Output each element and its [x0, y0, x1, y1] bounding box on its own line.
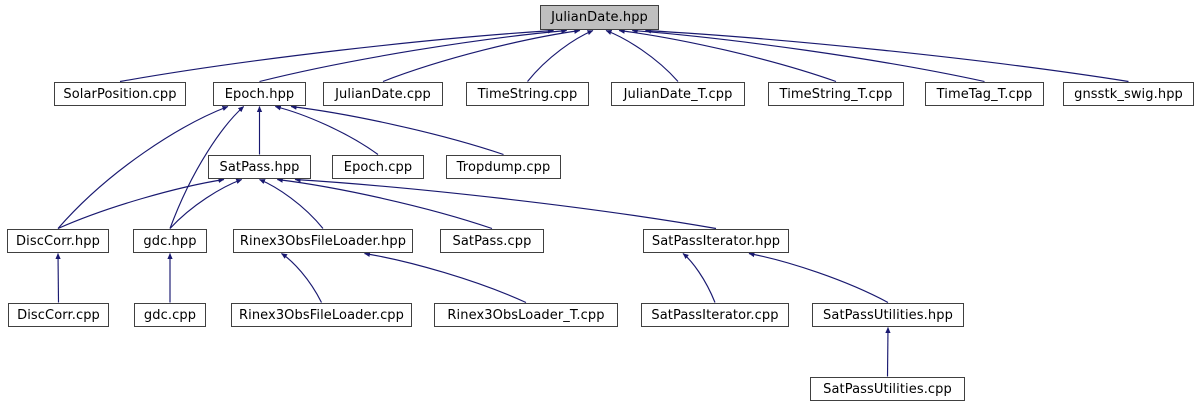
graph-node-timeTagTCpp[interactable]: TimeTag_T.cpp — [925, 82, 1044, 106]
graph-node-label: Epoch.cpp — [343, 159, 413, 175]
graph-node-label: Rinex3ObsFileLoader.hpp — [239, 233, 407, 249]
graph-node-epochHpp[interactable]: Epoch.hpp — [213, 82, 306, 106]
graph-node-label: TimeString.cpp — [477, 86, 578, 102]
graph-node-julianDateHpp[interactable]: JulianDate.hpp — [540, 5, 659, 30]
graph-node-label: TimeTag_T.cpp — [936, 86, 1033, 102]
graph-edge-gdcHpp-to-epochHpp — [169, 106, 245, 229]
graph-edge-satPassCpp-to-satPassHpp — [276, 177, 493, 230]
graph-node-satPassUtilitiesCpp[interactable]: SatPassUtilities.cpp — [810, 377, 965, 401]
graph-node-label: gdc.hpp — [143, 233, 197, 249]
graph-node-label: JulianDate.hpp — [551, 10, 648, 25]
graph-edge-discCorrCpp-to-discCorrHpp — [55, 253, 61, 303]
graph-edge-rinex3ObsLoaderTCpp-to-rinex3ObsFileLoaderHpp — [364, 251, 527, 304]
graph-node-rinex3ObsLoaderTCpp[interactable]: Rinex3ObsLoader_T.cpp — [434, 303, 618, 327]
graph-node-label: Epoch.hpp — [224, 86, 295, 102]
graph-node-label: SatPassIterator.cpp — [651, 307, 779, 323]
graph-node-gdcCpp[interactable]: gdc.cpp — [134, 303, 206, 327]
graph-edge-gdcHpp-to-satPassHpp — [169, 178, 243, 229]
graph-node-satPassUtilitiesHpp[interactable]: SatPassUtilities.hpp — [812, 303, 964, 327]
graph-node-label: DiscCorr.hpp — [16, 233, 100, 249]
graph-node-label: JulianDate_T.cpp — [623, 86, 733, 102]
graph-node-gdcHpp[interactable]: gdc.hpp — [133, 229, 207, 253]
graph-node-label: DiscCorr.cpp — [17, 307, 100, 323]
graph-edge-timeStringCpp-to-julianDateHpp — [527, 29, 594, 82]
graph-edge-gnsstkSwigHpp-to-julianDateHpp — [644, 28, 1129, 83]
graph-node-satPassCpp[interactable]: SatPass.cpp — [440, 229, 544, 253]
graph-node-label: Tropdump.cpp — [456, 159, 551, 175]
graph-edge-satPassUtilitiesHpp-to-satPassIteratorHpp — [748, 251, 889, 304]
graph-edge-discCorrHpp-to-satPassHpp — [57, 177, 225, 230]
graph-node-gnsstkSwigHpp[interactable]: gnsstk_swig.hpp — [1063, 82, 1194, 106]
graph-node-label: SatPass.cpp — [452, 233, 532, 249]
graph-edge-discCorrHpp-to-epochHpp — [57, 105, 229, 229]
graph-node-label: gdc.cpp — [143, 307, 197, 323]
graph-node-label: JulianDate.cpp — [335, 86, 431, 102]
graph-node-rinex3ObsFileLoaderHpp[interactable]: Rinex3ObsFileLoader.hpp — [233, 229, 413, 253]
graph-node-label: SatPass.hpp — [219, 159, 300, 175]
graph-node-timeStringCpp[interactable]: TimeString.cpp — [466, 82, 589, 106]
graph-edge-epochHpp-to-julianDateHpp — [259, 28, 568, 83]
graph-node-solarPositionCpp[interactable]: SolarPosition.cpp — [54, 82, 186, 106]
graph-edge-epochCpp-to-epochHpp — [274, 105, 379, 155]
graph-node-satPassIteratorHpp[interactable]: SatPassIterator.hpp — [643, 229, 789, 253]
graph-edge-timeTagTCpp-to-julianDateHpp — [631, 28, 985, 83]
graph-node-label: gnsstk_swig.hpp — [1074, 86, 1183, 102]
graph-node-satPassIteratorCpp[interactable]: SatPassIterator.cpp — [641, 303, 789, 327]
graph-node-timeStringTCpp[interactable]: TimeString_T.cpp — [768, 82, 904, 106]
graph-node-label: SatPassUtilities.cpp — [823, 381, 952, 397]
graph-node-label: SatPassUtilities.hpp — [823, 307, 953, 323]
graph-node-label: TimeString_T.cpp — [779, 86, 893, 102]
graph-node-julianDateCpp[interactable]: JulianDate.cpp — [323, 82, 443, 106]
graph-edge-satPassUtilitiesCpp-to-satPassUtilitiesHpp — [885, 327, 891, 377]
graph-node-julianDateTCpp[interactable]: JulianDate_T.cpp — [611, 82, 745, 106]
graph-edge-solarPositionCpp-to-julianDateHpp — [119, 28, 555, 83]
graph-node-satPassHpp[interactable]: SatPass.hpp — [208, 155, 311, 179]
graph-edge-tropdumpCpp-to-epochHpp — [290, 104, 504, 156]
graph-node-rinex3ObsFileLoaderCpp[interactable]: Rinex3ObsFileLoader.cpp — [231, 303, 412, 327]
graph-node-label: Rinex3ObsFileLoader.cpp — [238, 307, 405, 323]
graph-node-tropdumpCpp[interactable]: Tropdump.cpp — [446, 155, 561, 179]
graph-edge-rinex3ObsFileLoaderHpp-to-satPassHpp — [259, 178, 324, 229]
graph-edge-satPassIteratorHpp-to-satPassHpp — [294, 177, 717, 230]
graph-edge-timeStringTCpp-to-julianDateHpp — [618, 28, 837, 83]
graph-node-epochCpp[interactable]: Epoch.cpp — [332, 155, 424, 179]
graph-node-label: SatPassIterator.hpp — [651, 233, 781, 249]
graph-edge-rinex3ObsFileLoaderCpp-to-rinex3ObsFileLoaderHpp — [281, 253, 323, 303]
graph-edge-julianDateCpp-to-julianDateHpp — [382, 28, 581, 83]
graph-edge-satPassIteratorCpp-to-satPassIteratorHpp — [682, 253, 716, 303]
graph-node-label: Rinex3ObsLoader_T.cpp — [447, 307, 605, 323]
graph-node-discCorrCpp[interactable]: DiscCorr.cpp — [8, 303, 109, 327]
graph-node-discCorrHpp[interactable]: DiscCorr.hpp — [7, 229, 109, 253]
graph-node-label: SolarPosition.cpp — [63, 86, 177, 102]
graph-edge-julianDateTCpp-to-julianDateHpp — [605, 29, 679, 82]
